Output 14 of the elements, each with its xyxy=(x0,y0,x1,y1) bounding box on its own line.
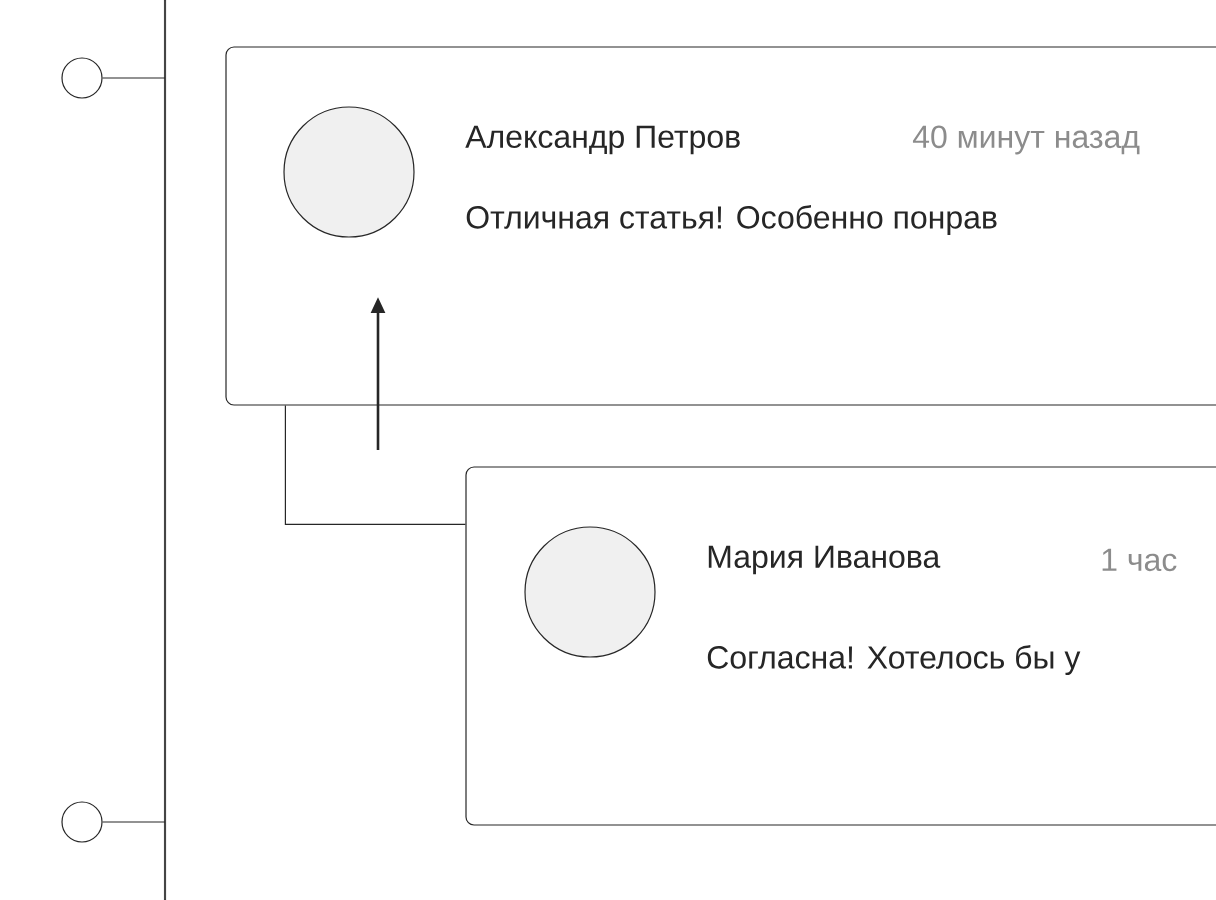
timeline-line xyxy=(164,0,166,900)
connector-line xyxy=(102,821,166,823)
timestamp: 1 час xyxy=(1102,548,1177,572)
avatar-circle xyxy=(283,106,415,238)
author-name: Мария Иванова xyxy=(708,545,941,575)
timestamp: 40 минут назад xyxy=(912,125,1140,155)
comment-text: Отличная статья! Особенно понрав xyxy=(466,204,997,236)
timeline-dot xyxy=(61,801,103,843)
avatar-circle xyxy=(524,526,656,658)
comment-text: Согласна! Хотелось бы у xyxy=(707,644,1081,676)
timeline-dot xyxy=(61,57,103,99)
connector-line xyxy=(102,77,166,79)
author-name: Александр Петров xyxy=(465,125,740,155)
connector-line xyxy=(284,405,466,525)
